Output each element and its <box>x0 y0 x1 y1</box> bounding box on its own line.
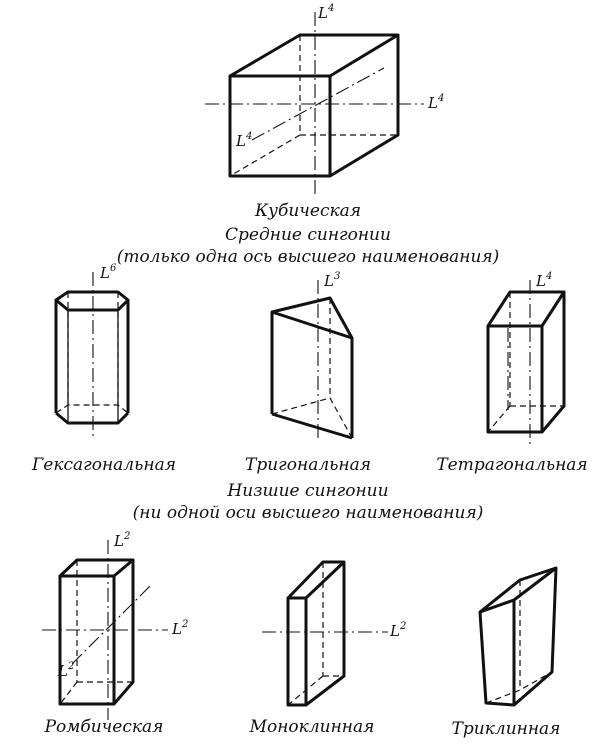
middle-syngonies-subtitle: (только одна ось высшего наименования) <box>117 247 500 267</box>
svg-text:L4: L4 <box>317 3 334 22</box>
cubic-crystal <box>205 12 424 196</box>
lower-syngonies-title: Низшие сингонии <box>226 481 388 501</box>
svg-text:L4: L4 <box>235 131 252 150</box>
triclinic-crystal <box>478 566 558 707</box>
svg-text:L2: L2 <box>113 531 130 550</box>
tetragonal-label: Тетрагональная <box>436 455 587 475</box>
svg-text:L6: L6 <box>99 263 117 282</box>
cubic-label: Кубическая <box>254 201 361 221</box>
trigonal-label: Тригональная <box>245 455 371 475</box>
monoclinic-label: Моноклинная <box>249 717 375 737</box>
rhombic-crystal <box>42 540 168 720</box>
svg-text:L2: L2 <box>389 621 406 640</box>
lower-syngonies-subtitle: (ни одной оси высшего наименования) <box>133 503 484 523</box>
triclinic-label: Триклинная <box>452 719 561 739</box>
svg-text:L4: L4 <box>535 271 552 290</box>
middle-syngonies-title: Средние сингонии <box>225 225 391 245</box>
svg-text:L3: L3 <box>323 271 340 290</box>
tetragonal-crystal <box>486 280 566 448</box>
cubic-axis-diagonal <box>251 67 385 141</box>
svg-text:L4: L4 <box>427 93 444 112</box>
hexagonal-label: Гексагональная <box>31 455 176 475</box>
rhombic-label: Ромбическая <box>44 717 164 737</box>
trigonal-crystal <box>270 280 354 440</box>
hexagonal-crystal <box>54 272 130 440</box>
svg-text:L2: L2 <box>171 619 188 638</box>
svg-text:L2: L2 <box>57 661 74 680</box>
monoclinic-crystal <box>262 560 388 707</box>
